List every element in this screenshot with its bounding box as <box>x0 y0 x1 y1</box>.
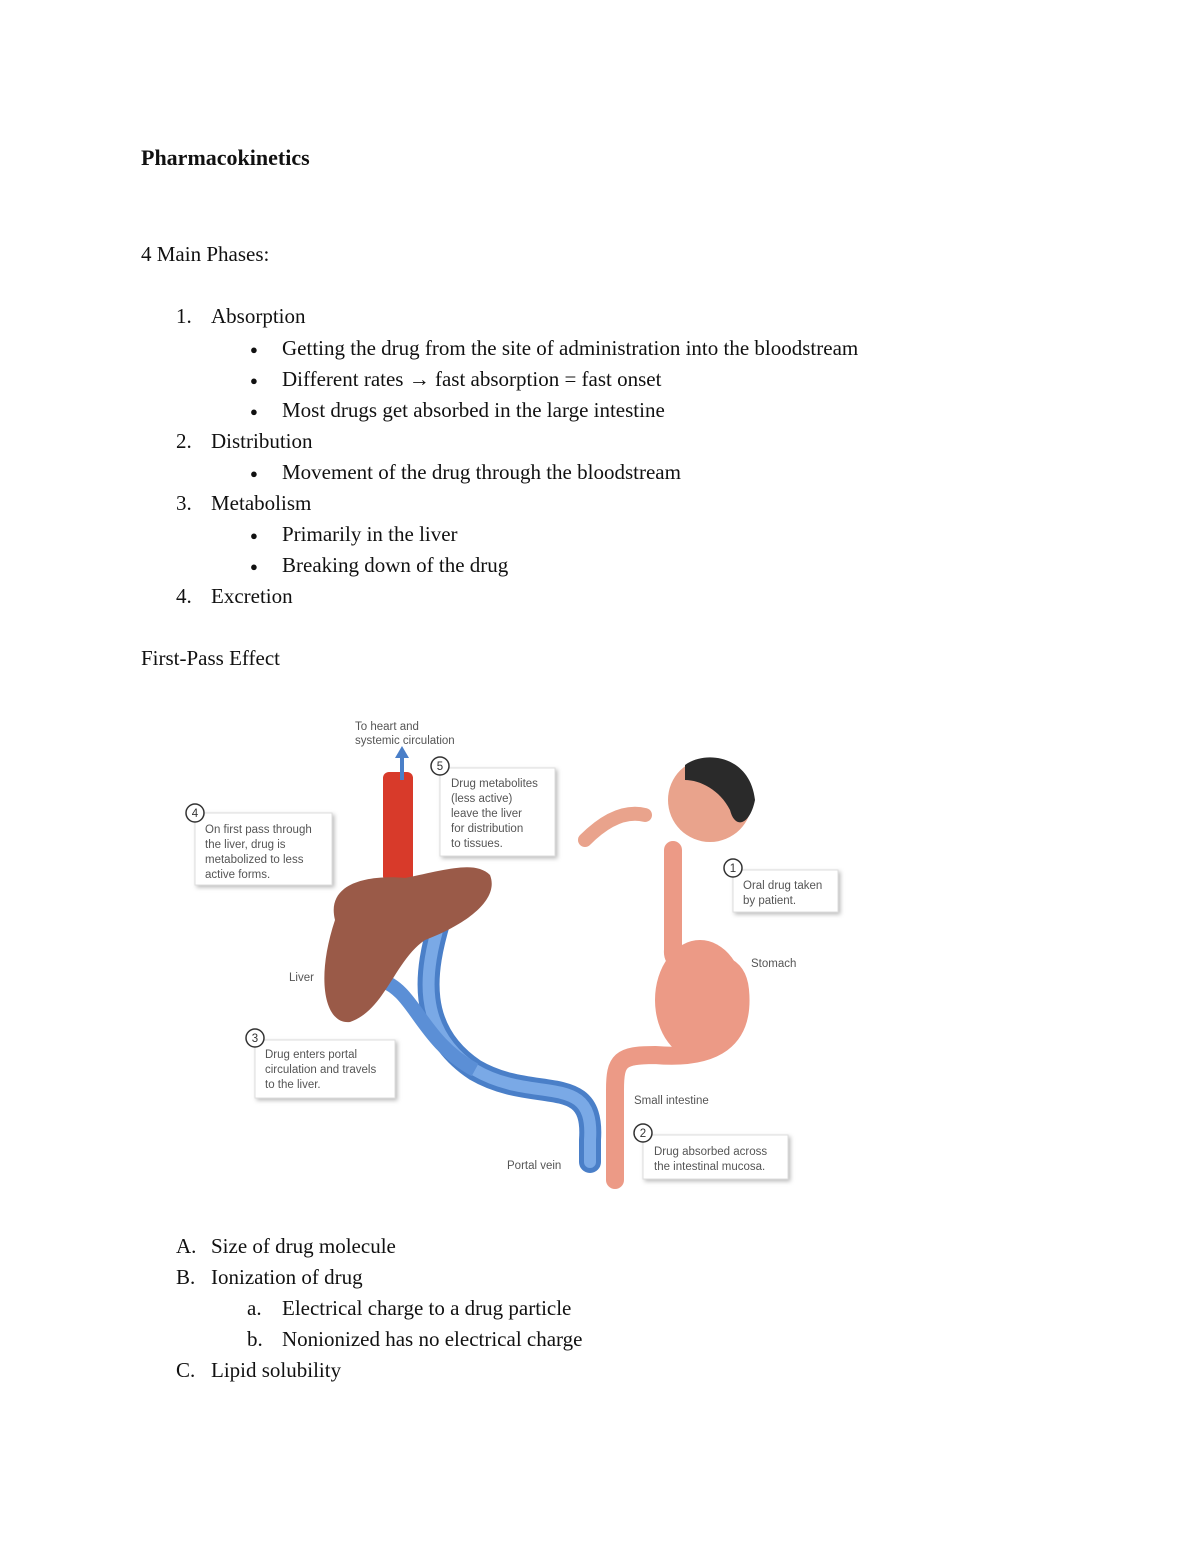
svg-text:to tissues.: to tissues. <box>451 838 503 850</box>
page-title: Pharmacokinetics <box>141 145 310 170</box>
stomach-label: Stomach <box>751 958 796 970</box>
svg-text:the intestinal mucosa.: the intestinal mucosa. <box>654 1161 765 1173</box>
phases-heading: 4 Main Phases: <box>141 242 270 266</box>
svg-text:leave the liver: leave the liver <box>451 808 522 820</box>
hepatic-vein-shape <box>383 772 413 882</box>
list-number: 1. <box>176 304 192 328</box>
arrow-up-icon <box>395 746 409 758</box>
svg-text:circulation and travels: circulation and travels <box>265 1064 376 1076</box>
bullet-icon: ● <box>250 373 258 388</box>
svg-text:the liver, drug is: the liver, drug is <box>205 839 286 851</box>
top-label: To heart and <box>355 721 419 733</box>
stomach-shape <box>655 940 745 1060</box>
phase-absorption: Absorption <box>211 304 306 328</box>
list-item: Getting the drug from the site of admini… <box>282 336 859 360</box>
bullet-icon: ● <box>250 404 258 419</box>
list-number: 4. <box>176 584 192 608</box>
step4-callout: 4 On first pass through the liver, drug … <box>185 803 333 886</box>
list-item: Size of drug molecule <box>211 1234 396 1258</box>
list-item: Primarily in the liver <box>282 522 458 546</box>
liver-label: Liver <box>289 972 314 984</box>
top-label: systemic circulation <box>355 735 455 747</box>
step3-callout: 3 Drug enters portal circulation and tra… <box>245 1028 396 1099</box>
phase-distribution: Distribution <box>211 429 313 453</box>
svg-text:for distribution: for distribution <box>451 823 523 835</box>
portal-branch <box>377 973 479 1077</box>
list-item: Movement of the drug through the bloodst… <box>282 460 681 484</box>
svg-text:1: 1 <box>730 863 736 875</box>
list-item: Electrical charge to a drug particle <box>282 1296 572 1320</box>
step2-callout: 2 Drug absorbed across the intestinal mu… <box>633 1123 789 1180</box>
svg-text:Drug enters portal: Drug enters portal <box>265 1049 357 1061</box>
bullet-icon: ● <box>250 342 258 357</box>
bullet-icon: ● <box>250 528 258 543</box>
list-item: Lipid solubility <box>211 1358 342 1382</box>
list-letter: A. <box>176 1234 197 1258</box>
list-letter: B. <box>176 1265 196 1289</box>
portal-vein-label: Portal vein <box>507 1160 561 1172</box>
svg-text:4: 4 <box>192 808 199 820</box>
step1-callout: 1 Oral drug taken by patient. <box>723 858 839 913</box>
list-item: Most drugs get absorbed in the large int… <box>282 398 665 422</box>
svg-text:metabolized to less: metabolized to less <box>205 854 304 866</box>
svg-text:2: 2 <box>640 1128 646 1140</box>
svg-text:Oral drug taken: Oral drug taken <box>743 880 822 892</box>
list-letter: a. <box>247 1296 262 1320</box>
patient-hand <box>578 806 652 847</box>
first-pass-heading: First-Pass Effect <box>141 646 281 670</box>
portal-vein-shape <box>417 909 602 1173</box>
list-letter: C. <box>176 1358 196 1382</box>
svg-text:3: 3 <box>252 1033 258 1045</box>
bullet-icon: ● <box>250 559 258 574</box>
svg-text:5: 5 <box>437 761 443 773</box>
liver-shape <box>324 867 492 1023</box>
svg-text:active forms.: active forms. <box>205 869 270 881</box>
svg-text:On first pass through: On first pass through <box>205 824 312 836</box>
svg-text:Drug metabolites: Drug metabolites <box>451 778 538 790</box>
phase-metabolism: Metabolism <box>211 491 312 515</box>
bullet-icon: ● <box>250 466 258 481</box>
list-item: Nonionized has no electrical charge <box>282 1327 583 1351</box>
list-item: Different rates → fast absorption = fast… <box>282 367 662 391</box>
list-item: Breaking down of the drug <box>282 553 509 577</box>
list-letter: b. <box>247 1327 263 1351</box>
first-pass-effect-diagram: 4 On first pass through the liver, drug … <box>185 721 839 1189</box>
svg-text:by patient.: by patient. <box>743 895 796 907</box>
svg-text:(less active): (less active) <box>451 793 513 805</box>
phase-excretion: Excretion <box>211 584 293 608</box>
small-intestine-label: Small intestine <box>634 1095 709 1107</box>
svg-text:to the liver.: to the liver. <box>265 1079 321 1091</box>
list-item: Ionization of drug <box>211 1265 363 1289</box>
list-number: 3. <box>176 491 192 515</box>
list-number: 2. <box>176 429 192 453</box>
step5-callout: 5 Drug metabolites (less active) leave t… <box>430 756 556 857</box>
svg-text:Drug absorbed across: Drug absorbed across <box>654 1146 767 1158</box>
